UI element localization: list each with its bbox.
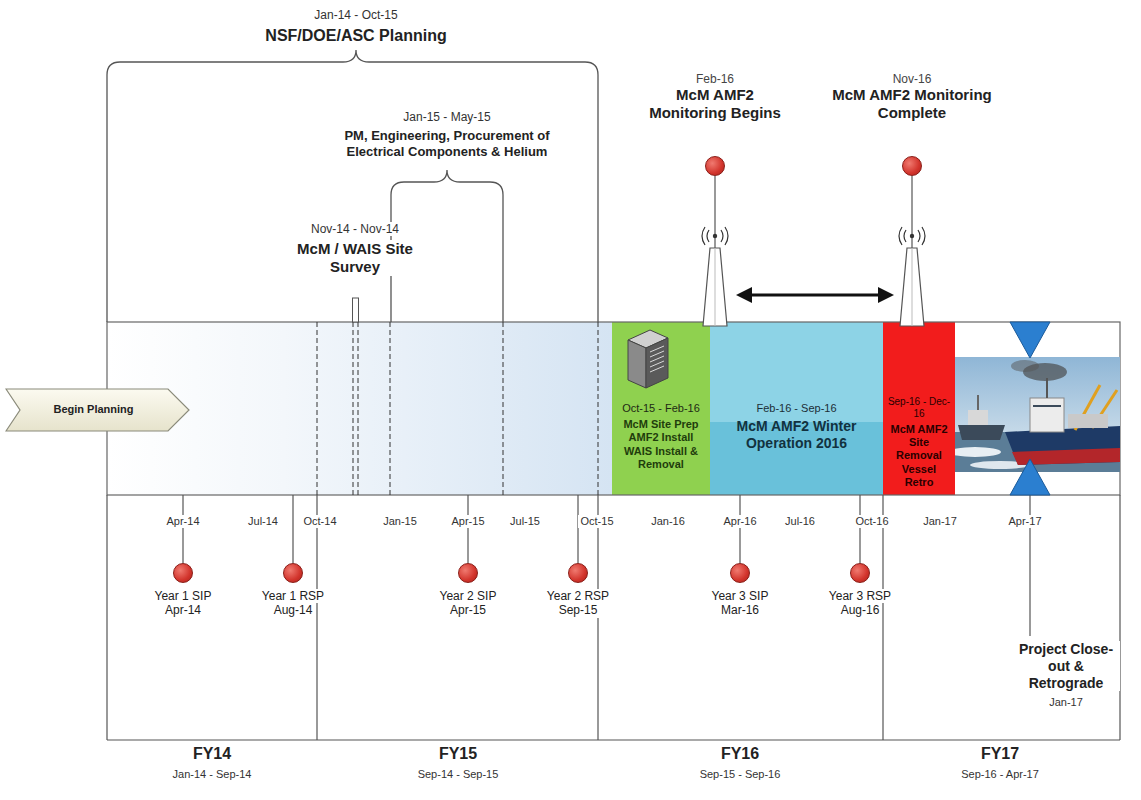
milestone-date: Apr-14: [163, 603, 203, 617]
antenna-icon: [702, 227, 728, 326]
date-range: Nov-14 - Nov-14: [309, 222, 401, 236]
milestone-title: McM AMF2 Monitoring Begins: [635, 86, 795, 122]
milestone-stems: [183, 176, 912, 563]
fiscal-range: Sep-16 - Apr-17: [959, 768, 1041, 781]
milestone-date: Apr-15: [448, 603, 488, 617]
milestone-date: Aug-14: [272, 603, 315, 617]
start-arrow: Begin Planning: [5, 388, 190, 432]
dashed-dividers: [317, 322, 598, 495]
bar-outline: [107, 322, 1120, 495]
milestone-dot: [850, 563, 870, 583]
arrow-outline: [6, 389, 189, 431]
milestone-name: Year 3 SIP: [710, 589, 771, 603]
milestone-marker: Year 1 RSPAug-14: [243, 563, 343, 618]
fiscal-year: FY15: [437, 744, 479, 763]
milestone-name: Year 1 SIP: [153, 589, 214, 603]
axis-tick: Jul-14: [246, 515, 280, 528]
axis-tick: Oct-15: [578, 515, 615, 528]
milestone-dot: [283, 563, 303, 583]
axis-tick: Jan-17: [921, 515, 959, 528]
milestone-marker: Year 3 RSPAug-16: [810, 563, 910, 618]
bar-ground: [612, 322, 1120, 495]
milestone-marker: Year 2 SIPApr-15: [418, 563, 518, 618]
milestone-date: Sep-15: [557, 603, 600, 617]
milestone-dot: [730, 563, 750, 583]
vessel-photo: [955, 357, 1120, 472]
arrow-label: Begin Planning: [53, 403, 133, 416]
phase-segment: Feb-16 - Sep-16McM AMF2 Winter Operation…: [710, 322, 883, 495]
milestone-title: McM AMF2 Monitoring Complete: [827, 86, 997, 122]
milestone-marker: Feb-16McM AMF2 Monitoring Begins: [635, 72, 795, 176]
fiscal-range: Sep-15 - Sep-16: [698, 768, 783, 781]
milestone-marker: Nov-16McM AMF2 Monitoring Complete: [827, 72, 997, 176]
monitoring-span-arrow: [736, 287, 894, 303]
milestone-date: Feb-16: [694, 72, 736, 86]
phase-dates: Feb-16 - Sep-16: [713, 402, 880, 415]
brackets: [107, 50, 598, 322]
fiscal-range: Sep-14 - Sep-15: [416, 768, 501, 781]
axis-tick: Oct-14: [301, 515, 338, 528]
milestone-dot: [568, 563, 588, 583]
phase-title: McM Site Prep AMF2 Install WAIS Install …: [615, 418, 707, 471]
site-prep-fill: [612, 322, 710, 495]
fiscal-year: FY16: [719, 744, 761, 763]
axis-tick: Apr-17: [1006, 515, 1043, 528]
milestone-dot: [458, 563, 478, 583]
closeout-markers: [1010, 322, 1050, 495]
milestone-date: Aug-16: [839, 603, 882, 617]
milestone-marker: Year 2 RSPSep-15: [528, 563, 628, 618]
phase-title: McM AMF2 Site Removal Vessel Retro: [886, 423, 952, 489]
fiscal-range: Jan-14 - Sep-14: [171, 768, 254, 781]
axis-tick: Jul-16: [783, 515, 817, 528]
fiscal-year-bracket: [107, 495, 1120, 740]
survey-marker: [353, 298, 359, 322]
date-range: Jan-14 - Oct-15: [312, 8, 399, 22]
milestone-name: Year 1 RSP: [260, 589, 326, 603]
antenna-icon: [899, 227, 925, 326]
milestone-dot: [902, 156, 922, 176]
milestone-marker: Year 3 SIPMar-16: [690, 563, 790, 618]
axis-tick: Apr-16: [721, 515, 758, 528]
axis-tick: Apr-14: [164, 515, 201, 528]
timeline-bar: [107, 322, 1120, 495]
axis-tick: Apr-15: [449, 515, 486, 528]
milestone-date: Nov-16: [891, 72, 934, 86]
axis-tick: Jan-15: [381, 515, 419, 528]
fiscal-year: FY17: [979, 744, 1021, 763]
phase-heading: NSF/DOE/ASC Planning: [263, 26, 448, 45]
fiscal-year: FY14: [191, 744, 233, 763]
milestone-dot: [705, 156, 725, 176]
phase-segment: Oct-15 - Feb-16McM Site Prep AMF2 Instal…: [612, 322, 710, 495]
milestone-name: Year 2 RSP: [545, 589, 611, 603]
phase-heading: McM / WAIS Site Survey: [294, 240, 416, 276]
axis-tick: Jan-16: [649, 515, 687, 528]
phase-segment: Sep-16 - Dec-16McM AMF2 Site Removal Ves…: [883, 322, 955, 495]
phase-dates: Sep-16 - Dec-16: [886, 396, 952, 420]
axis-tick: Oct-16: [853, 515, 890, 528]
milestone-date: Mar-16: [719, 603, 761, 617]
milestone-name: Year 2 SIP: [438, 589, 499, 603]
planning-brace: [107, 50, 598, 322]
axis-tick: Jul-15: [508, 515, 542, 528]
date-range: Jan-15 - May-15: [401, 110, 492, 124]
closeout-title: Project Close-out & Retrograde: [1012, 641, 1120, 691]
server-icon: [628, 330, 668, 388]
closeout-date: Jan-17: [1047, 696, 1085, 709]
winter-fill: [710, 322, 883, 422]
removal-fill: [883, 322, 955, 495]
phase-title: McM AMF2 Winter Operation 2016: [713, 418, 880, 452]
phase-dates: Oct-15 - Feb-16: [615, 402, 707, 415]
milestone-marker: Year 1 SIPApr-14: [133, 563, 233, 618]
milestone-dot: [173, 563, 193, 583]
phase-heading: PM, Engineering, Procurement of Electric…: [316, 128, 578, 159]
milestone-name: Year 3 RSP: [827, 589, 893, 603]
